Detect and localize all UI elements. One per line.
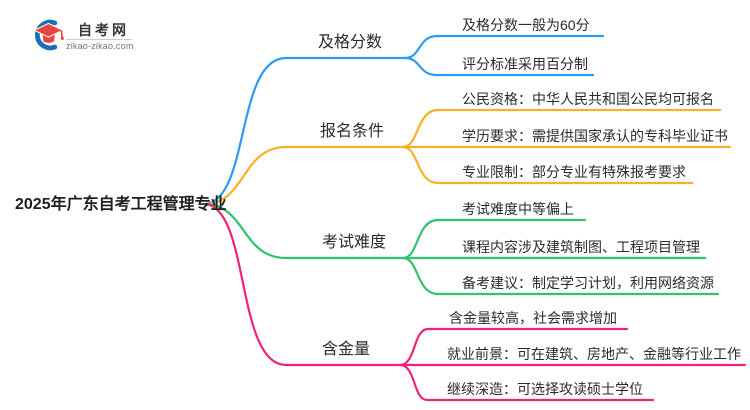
connector-path (401, 218, 587, 260)
brand-name: 自考网 (78, 22, 129, 38)
leaf-difficulty-2: 课程内容涉及建筑制图、工程项目管理 (462, 239, 700, 255)
leaf-difficulty-1: 考试难度中等偏上 (462, 201, 574, 217)
branch-label-passing-score: 及格分数 (318, 34, 383, 51)
branch-lines-value (204, 202, 747, 402)
leaf-enrollment-1: 公民资格：中华人民共和国公民均可报名 (462, 91, 714, 107)
branch-label-value: 含金量 (322, 341, 371, 358)
leaf-passing-score-1: 及格分数一般为60分 (462, 17, 590, 33)
leaf-passing-score-2: 评分标准采用百分制 (462, 56, 588, 72)
connector-path (401, 145, 694, 185)
graduation-cap-icon (33, 19, 64, 51)
leaf-enrollment-3: 专业限制：部分专业有特殊报考要求 (462, 164, 686, 180)
leaf-value-1: 含金量较高，社会需求增加 (449, 310, 617, 326)
branch-lines-exam-difficulty (204, 202, 720, 296)
leaf-value-2: 就业前景：可在建筑、房地产、金融等行业工作 (447, 346, 741, 362)
connector-path (403, 56, 595, 77)
root-node: 2025年广东自考工程管理专业 (15, 196, 227, 213)
brand-domain: zikao-zikao.com (66, 41, 134, 51)
connector-path (204, 145, 405, 206)
branch-label-exam-difficulty: 考试难度 (322, 234, 387, 251)
branch-lines-passing-score (204, 34, 605, 206)
leaf-difficulty-3: 备考建议：制定学习计划，利用网络资源 (462, 275, 714, 291)
connector-path (398, 327, 629, 367)
site-logo: 自考网 zikao-zikao.com (30, 16, 150, 54)
connector-path (204, 202, 405, 260)
branch-lines-enrollment-requirements (204, 108, 732, 206)
connector-path (401, 256, 720, 296)
connector-path (401, 108, 722, 149)
leaf-value-3: 继续深造：可选择攻读硕士学位 (447, 381, 643, 397)
connector-path (398, 363, 655, 402)
connector-path (403, 34, 605, 60)
connector-path (204, 202, 402, 367)
brand-divider (66, 39, 132, 40)
leaf-enrollment-2: 学历要求：需提供国家承认的专科毕业证书 (462, 128, 728, 144)
branch-label-enrollment-requirements: 报名条件 (320, 123, 385, 140)
connector-path (204, 56, 407, 206)
